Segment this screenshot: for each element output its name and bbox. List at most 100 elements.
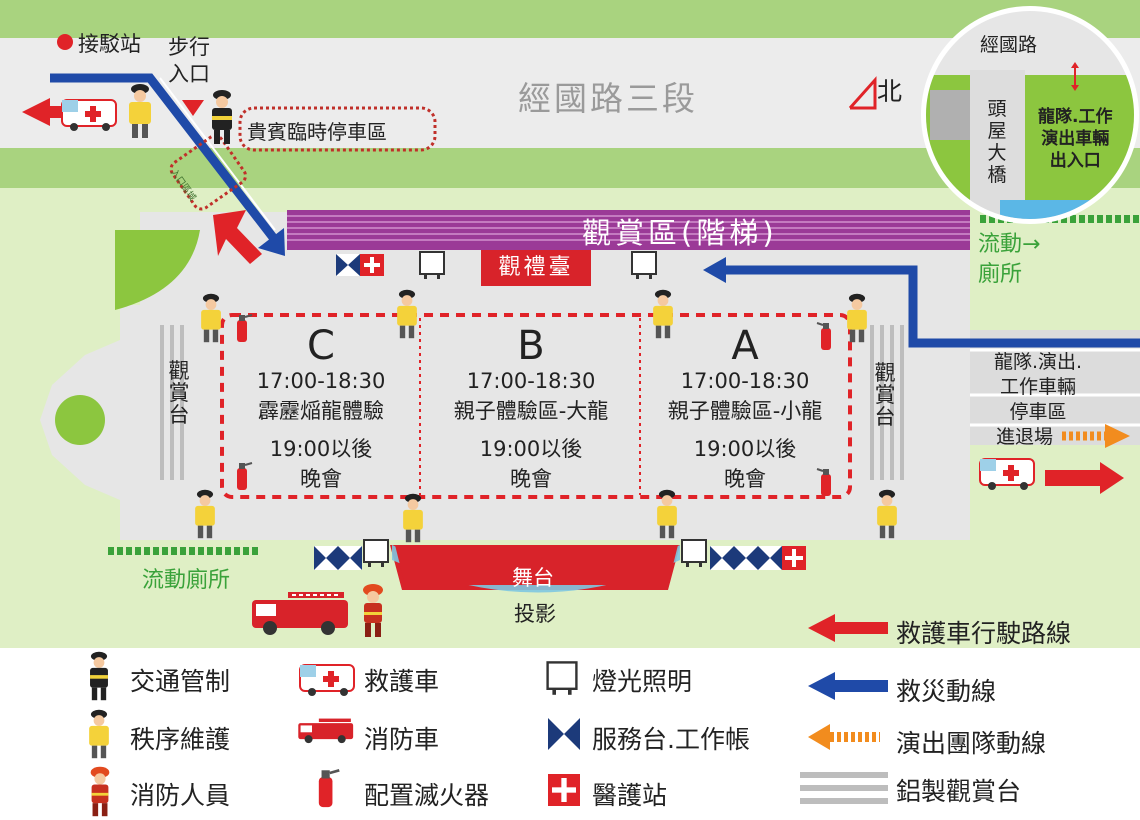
lighting-icon — [631, 251, 657, 279]
ambulance-arrow-left — [22, 98, 62, 126]
order-maintenance-icon — [89, 709, 109, 759]
aluminum-stand-left — [160, 325, 184, 480]
rescue-arrow-top — [50, 73, 279, 243]
traffic-control-icon — [90, 651, 108, 701]
dragon-parking-line4: 進退場 — [996, 426, 1054, 448]
legend-orange-arrow — [808, 724, 830, 750]
inset-dragon-exit-line1: 龍隊.工作 — [1038, 107, 1113, 127]
legend-ambulance-route: 救護車行駛路線 — [896, 619, 1072, 648]
lighting-icon — [419, 251, 445, 279]
medical-station-icon — [782, 546, 806, 570]
main-road-label: 經國路三段 — [518, 79, 698, 118]
zone-time2: 19:00以後 — [693, 437, 797, 461]
zone-time1: 17:00-18:30 — [256, 369, 386, 393]
inset-bridge-label: 頭屋大橋 — [987, 98, 1007, 186]
zone-desc1: 親子體驗區-小龍 — [667, 399, 823, 423]
dragon-parking-label: 龍隊.演出. 工作車輛 停車區 進退場 — [968, 350, 1108, 450]
plaza-left-circle — [55, 395, 105, 445]
inset-dragon-exit: 龍隊.工作 演出車輛 出入口 — [1038, 106, 1112, 172]
zone-a: A 17:00-18:30 親子體驗區-小龍 19:00以後 晚會 — [640, 326, 850, 494]
grass-top — [0, 0, 1140, 38]
rescue-arrow-right — [722, 265, 1140, 348]
ambulance-icon — [979, 458, 1035, 490]
fire-truck-legend-icon — [298, 718, 354, 744]
zone-time1: 17:00-18:30 — [466, 369, 596, 393]
zone-desc2: 晚會 — [724, 467, 766, 491]
mobile-toilet-right-line2: 廁所 — [978, 262, 1023, 287]
stage-label: 舞台 — [512, 566, 554, 590]
zone-b: B 17:00-18:30 親子體驗區-大龍 19:00以後 晚會 — [422, 326, 640, 494]
zone-time1: 17:00-18:30 — [680, 369, 810, 393]
legend-rescue-route: 救災動線 — [896, 677, 997, 706]
aluminum-stand-right — [870, 325, 904, 480]
mobile-toilet-right: 流動→ 廁所 — [978, 230, 1040, 290]
service-desk-icon — [336, 254, 360, 276]
dragon-parking-line2: 工作車輛 — [999, 376, 1076, 398]
service-desk-row — [314, 546, 362, 570]
legend-extinguisher: 配置滅火器 — [364, 781, 490, 810]
grass-corner — [115, 230, 200, 310]
walk-entrance-line1: 步行 — [168, 35, 210, 59]
legend-firefighter: 消防人員 — [130, 781, 231, 810]
legend-medical-station: 醫護站 — [592, 781, 668, 810]
legend-performer-route: 演出團隊動線 — [896, 729, 1047, 758]
dragon-parking-line3: 停車區 — [1009, 401, 1067, 423]
extinguisher-icon — [237, 314, 253, 342]
zone-letter: C — [307, 323, 335, 369]
north-arrow — [848, 76, 877, 110]
zone-letter: A — [731, 323, 759, 369]
inset-dragon-exit-line3: 出入口 — [1049, 151, 1101, 171]
zone-letter: B — [517, 323, 545, 369]
extinguisher-icon — [816, 322, 831, 350]
vip-parking-label: 貴賓臨時停車區 — [247, 120, 387, 144]
zone-time2: 19:00以後 — [269, 437, 373, 461]
medical-station-icon — [360, 254, 384, 276]
legend-order-maintenance: 秩序維護 — [130, 725, 231, 754]
ceremony-stage: 觀禮臺 — [481, 250, 591, 286]
legend-traffic-control: 交通管制 — [130, 667, 231, 696]
lighting-icon — [681, 539, 707, 567]
medical-station-legend-icon — [548, 774, 580, 806]
mobile-toilet-right-line1: 流動→ — [978, 232, 1041, 257]
ambulance-legend-icon — [299, 664, 355, 696]
zone-desc1: 霹靂㷔龍體驗 — [258, 399, 384, 423]
zone-desc2: 晚會 — [510, 467, 552, 491]
lighting-icon — [363, 539, 389, 567]
inset-dragon-exit-line2: 演出車輛 — [1041, 129, 1110, 149]
extinguisher-legend-icon — [318, 768, 340, 808]
walk-entrance-line2: 入口 — [168, 62, 210, 86]
vip-parking-box — [238, 106, 437, 152]
legend-ambulance: 救護車 — [364, 667, 440, 696]
firefighter-legend-icon — [90, 766, 110, 817]
right-stand-label: 觀賞台 — [874, 361, 896, 429]
walk-entrance-label: 步行 入口 — [168, 34, 210, 88]
zone-c: C 17:00-18:30 霹靂㷔龍體驗 19:00以後 晚會 — [222, 326, 420, 494]
service-desk-legend-icon — [548, 718, 580, 750]
walk-entrance-marker — [182, 100, 204, 116]
shuttle-dot — [57, 34, 73, 50]
legend-stand-sample — [800, 772, 888, 804]
ambulance-arrow-up — [213, 210, 262, 264]
inset-map — [921, 6, 1139, 224]
service-desk-row — [710, 546, 782, 570]
extinguisher-icon — [237, 462, 253, 490]
legend-lighting: 燈光照明 — [592, 667, 693, 696]
zone-time2: 19:00以後 — [479, 437, 583, 461]
zone-desc2: 晚會 — [300, 467, 342, 491]
legend-fire-truck: 消防車 — [364, 725, 440, 754]
lighting-legend-icon — [546, 661, 578, 695]
fire-truck-icon — [252, 592, 348, 635]
inset-road-label: 經國路 — [980, 34, 1038, 56]
zones-border — [220, 313, 852, 499]
ambulance-arrow-right — [1045, 462, 1124, 494]
plaza — [40, 212, 970, 540]
firefighter-icon — [363, 584, 383, 637]
mobile-toilet-left: 流動廁所 — [142, 568, 231, 593]
ambulance-icon — [61, 99, 117, 131]
shuttle-station-label: 接駁站 — [78, 32, 141, 56]
stands-title: 觀賞區(階梯) — [582, 216, 778, 250]
dragon-parking-line1: 龍隊.演出. — [993, 351, 1083, 373]
legend-red-arrow — [808, 614, 888, 642]
left-stand-label: 觀賞台 — [168, 359, 190, 427]
legend-service-desk: 服務台.工作帳 — [592, 725, 750, 754]
